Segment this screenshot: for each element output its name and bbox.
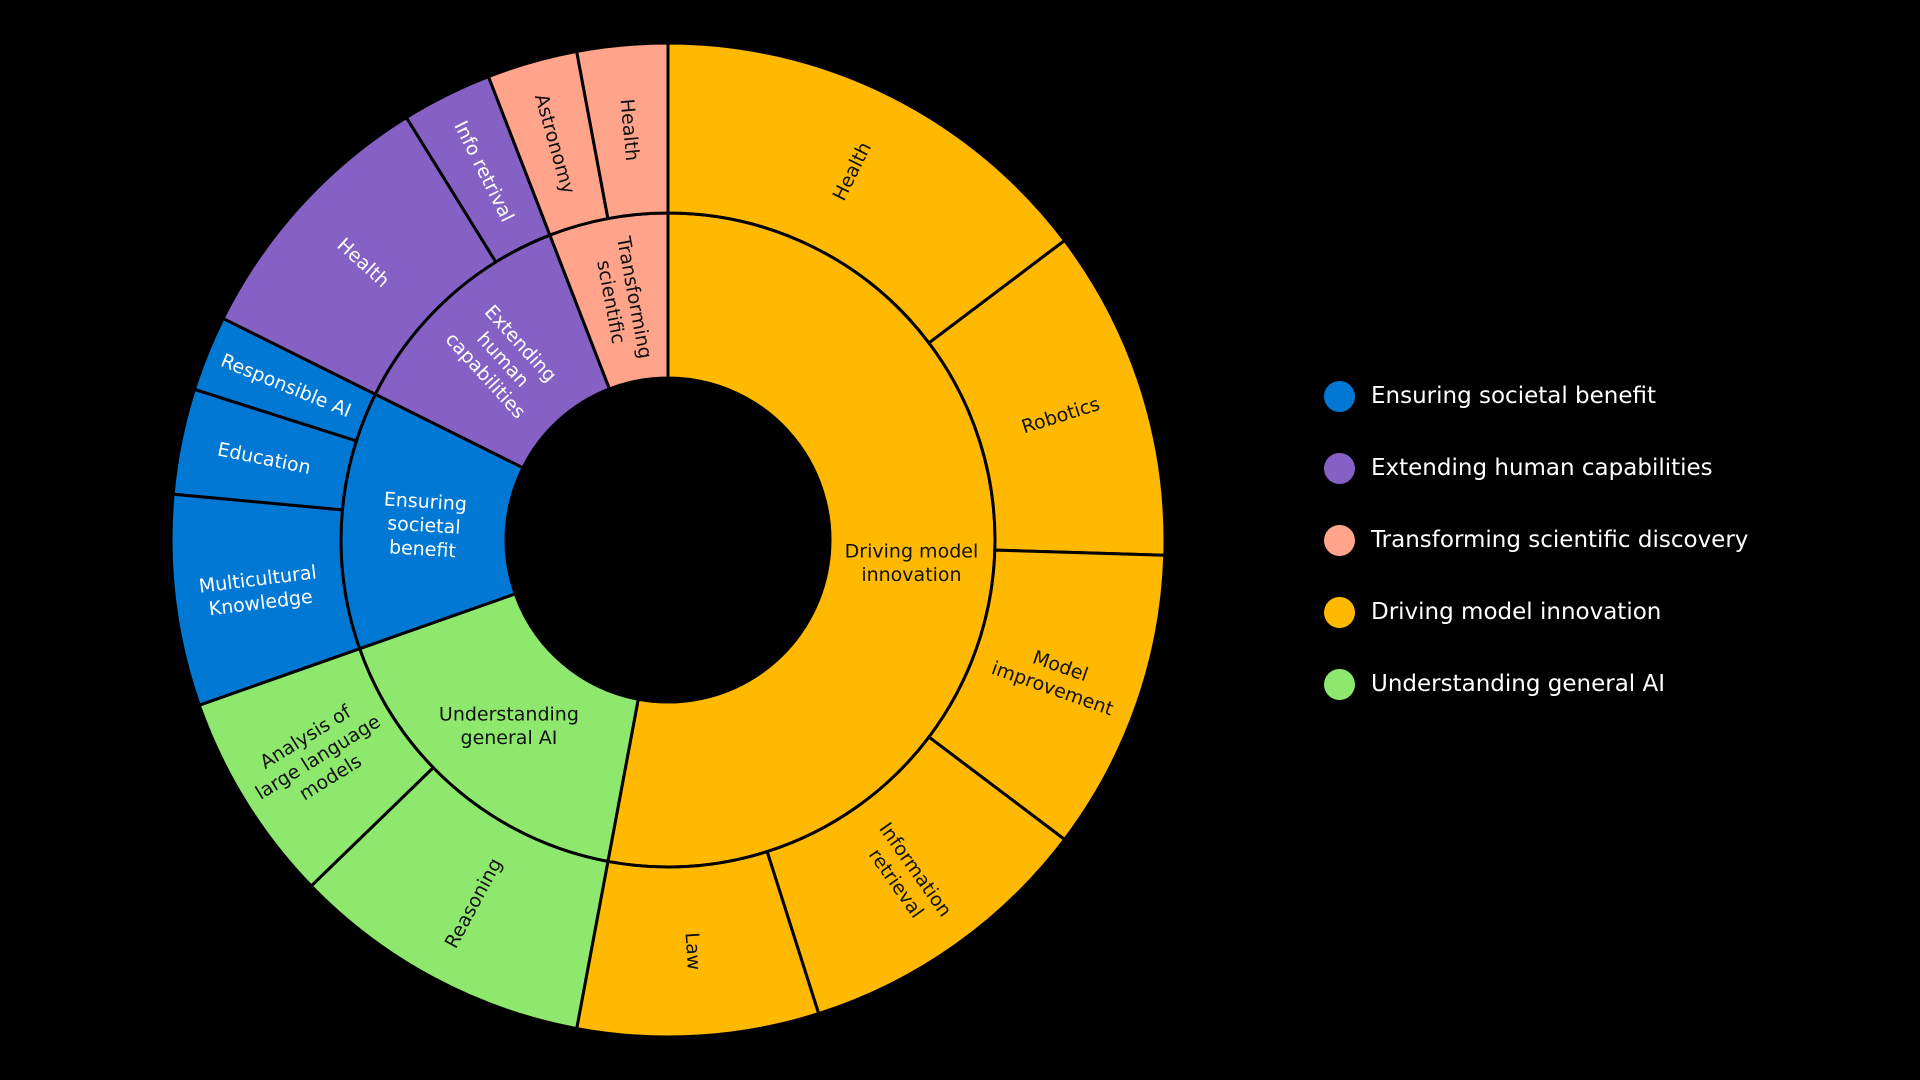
legend-item: Understanding general AI bbox=[1324, 666, 1748, 702]
inner-label-understanding-general-ai-line: Understanding bbox=[439, 703, 579, 725]
outer-label-law: Law bbox=[681, 932, 705, 971]
legend-item: Extending human capabilities bbox=[1324, 450, 1748, 486]
outer-segment-transforming-scientific-health bbox=[574, 41, 670, 221]
legend-label: Driving model innovation bbox=[1371, 599, 1662, 625]
legend-item: Transforming scientific discovery bbox=[1324, 522, 1748, 558]
legend-swatch bbox=[1324, 452, 1355, 484]
inner-label-understanding-general-ai-line: general AI bbox=[460, 727, 557, 749]
inner-label-ensuring-societal-benefit: Ensuringsocietalbenefit bbox=[380, 488, 467, 562]
legend-label: Transforming scientific discovery bbox=[1371, 527, 1749, 553]
legend-label: Understanding general AI bbox=[1371, 671, 1666, 697]
legend-swatch bbox=[1324, 668, 1355, 700]
legend-label: Extending human capabilities bbox=[1371, 455, 1713, 481]
inner-label-ensuring-societal-benefit-line: societal bbox=[387, 512, 462, 538]
legend-label: Ensuring societal benefit bbox=[1371, 383, 1657, 409]
legend-swatch bbox=[1324, 380, 1355, 412]
inner-label-ensuring-societal-benefit-line: Ensuring bbox=[383, 488, 467, 515]
legend-swatch bbox=[1324, 524, 1355, 556]
inner-label-driving-model-innovation-line: Driving model bbox=[845, 540, 979, 562]
inner-label-ensuring-societal-benefit-line: benefit bbox=[388, 536, 456, 562]
legend-swatch bbox=[1324, 596, 1355, 628]
inner-label-driving-model-innovation-line: innovation bbox=[861, 564, 961, 586]
legend-item: Ensuring societal benefit bbox=[1324, 378, 1748, 414]
legend-item: Driving model innovation bbox=[1324, 594, 1748, 630]
outer-label-law-line: Law bbox=[681, 932, 705, 971]
